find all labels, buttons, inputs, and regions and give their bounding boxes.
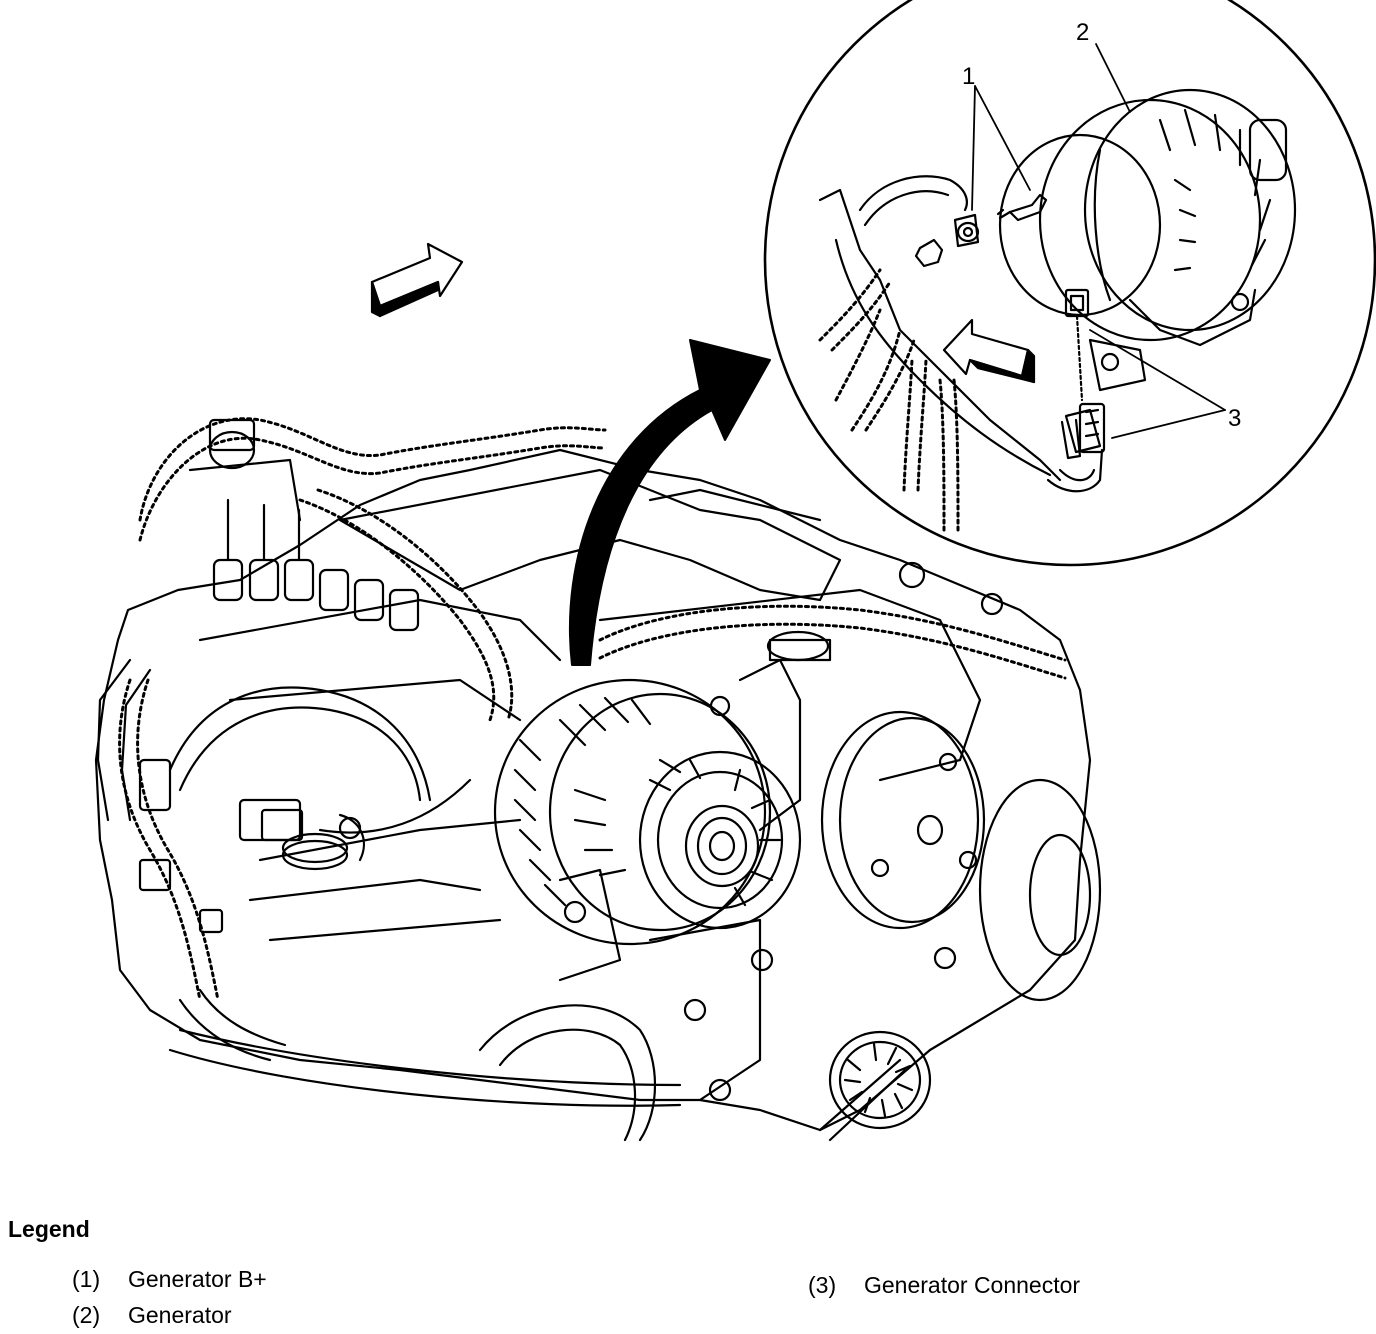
generator-connector: [1060, 288, 1106, 460]
legend-number: (2): [72, 1302, 101, 1328]
crank-sensor-wheel: [818, 1030, 932, 1142]
b-plus-terminal: [914, 193, 1048, 268]
detail-direction-arrow: [942, 318, 1036, 384]
front-direction-arrow: [370, 242, 464, 318]
legend-title: Legend: [8, 1216, 90, 1242]
legend-label: Generator B+: [128, 1266, 267, 1292]
detail-harness-ribbed: [818, 268, 960, 532]
legend-item-2: (2) Generator: [72, 1302, 232, 1329]
callout-2: 2: [1076, 19, 1089, 46]
harness-left: [138, 686, 472, 1062]
legend-number: (3): [808, 1272, 837, 1298]
callout-arrow: [568, 339, 771, 666]
ignition-coils: [188, 418, 420, 632]
callout-1: 1: [962, 63, 975, 90]
legend-label: Generator: [128, 1302, 232, 1328]
leader-lines: [971, 43, 1226, 439]
detail-view: [763, 0, 1376, 567]
callout-3: 3: [1228, 405, 1241, 432]
legend-number: (1): [72, 1266, 101, 1292]
engine-block: [94, 448, 1092, 1142]
detail-harness: [818, 175, 1104, 493]
wiring-harness: [118, 417, 1067, 1002]
power-steering-pulley: [820, 710, 1102, 1002]
legend-item-1: (1) Generator B+: [72, 1266, 267, 1293]
legend-label: Generator Connector: [864, 1272, 1081, 1298]
generator-on-engine: [493, 678, 802, 946]
detail-generator: [998, 88, 1297, 392]
engine-generator-illustration: 1 2 3: [94, 0, 1376, 1142]
legend-item-3: (3) Generator Connector: [808, 1272, 1080, 1299]
